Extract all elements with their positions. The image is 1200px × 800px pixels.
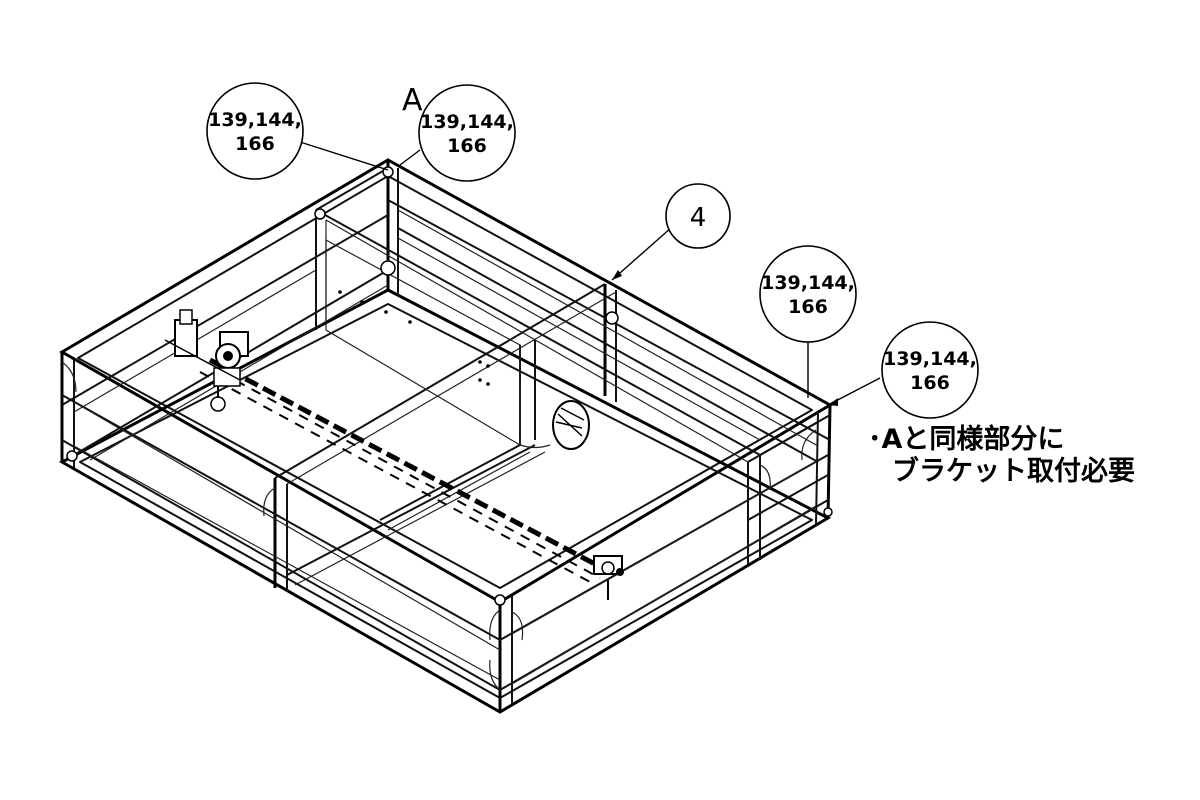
frame-top-inner bbox=[77, 175, 813, 589]
leader-lines bbox=[299, 141, 881, 406]
frame-bottom-inner bbox=[79, 303, 813, 699]
callout-balloon: 139,144, 166 bbox=[881, 321, 979, 419]
callout-balloon: 139,144, 166 bbox=[206, 82, 304, 180]
bottom-cross-members bbox=[274, 283, 617, 586]
balloon-4-line2: 166 bbox=[788, 296, 828, 318]
motor-bracket-left bbox=[164, 309, 249, 412]
callout-balloon: 4 bbox=[665, 183, 731, 249]
back-panel bbox=[325, 238, 521, 447]
balloon-4-line1: 139,144, bbox=[761, 272, 855, 294]
motor-bracket-right bbox=[593, 555, 624, 600]
balloon-5-line2: 166 bbox=[910, 372, 950, 394]
note-line-1: ･Aと同様部分に bbox=[868, 424, 1065, 455]
corner-connectors bbox=[66, 166, 833, 606]
balloon-5-line1: 139,144, bbox=[883, 348, 977, 370]
callout-balloon: 139,144, 166 bbox=[759, 245, 857, 343]
balloon-1-line2: 166 bbox=[235, 133, 275, 155]
detail-label-a: A bbox=[402, 83, 423, 118]
balloon-3-label: 4 bbox=[690, 203, 707, 233]
note-line-2: ブラケット取付必要 bbox=[892, 456, 1135, 487]
front-side-rails bbox=[61, 361, 501, 691]
callout-balloon: 139,144, 166 bbox=[418, 84, 516, 182]
linear-rail bbox=[199, 357, 612, 583]
balloon-2-line1: 139,144, bbox=[420, 111, 514, 133]
fan-icon bbox=[552, 400, 590, 450]
balloon-1-line1: 139,144, bbox=[208, 109, 302, 131]
balloon-2-line2: 166 bbox=[447, 135, 487, 157]
aluminum-frame bbox=[58, 158, 834, 714]
bracket-note: ･Aと同様部分に ブラケット取付必要 bbox=[868, 424, 1135, 488]
right-side-rails bbox=[499, 414, 831, 691]
